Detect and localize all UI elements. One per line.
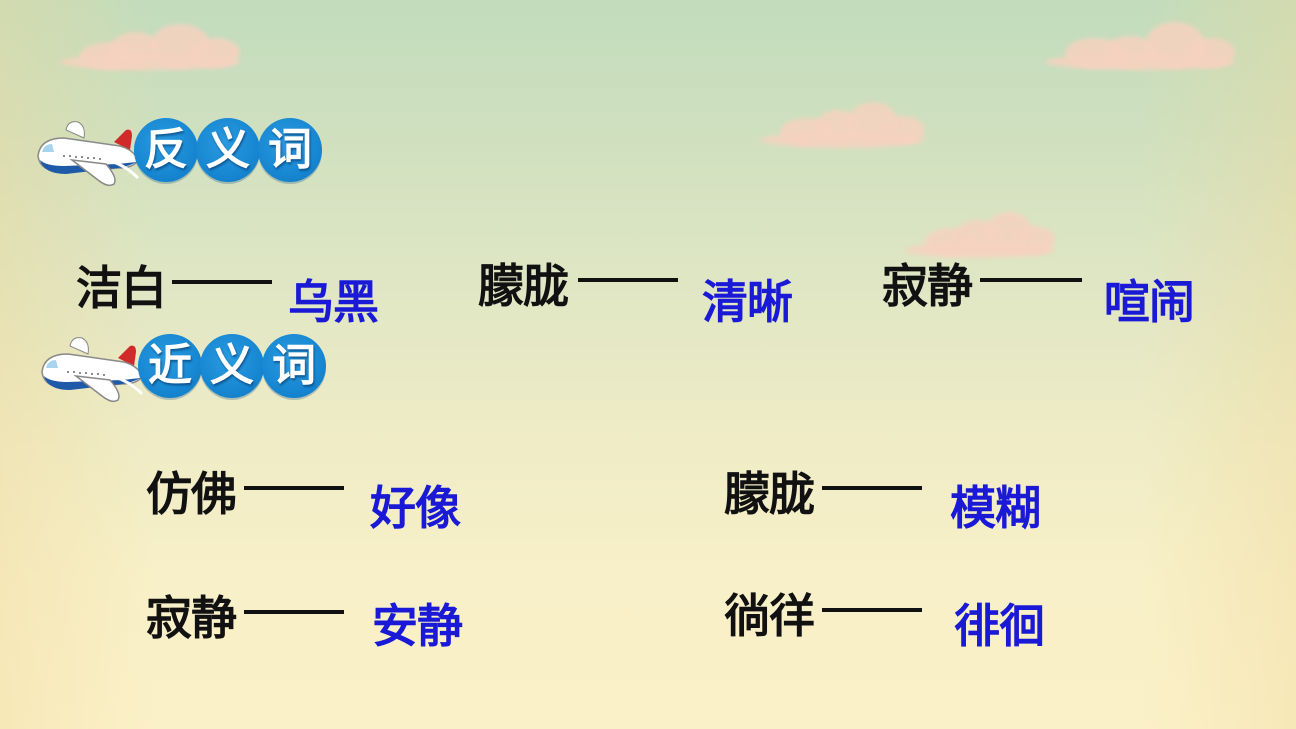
dash-separator — [822, 486, 922, 490]
synonym-term: 徜徉 — [724, 589, 815, 643]
antonym-term: 洁白 — [76, 261, 167, 315]
airplane-icon — [41, 337, 144, 403]
dash-separator — [822, 608, 922, 612]
synonym-answer: 徘徊 — [954, 599, 1045, 653]
antonyms-title-char: 反 — [134, 118, 198, 182]
synonym-term: 寂静 — [146, 591, 237, 645]
antonym-term: 朦胧 — [478, 259, 569, 313]
antonym-term: 寂静 — [882, 259, 973, 313]
cloud-decoration — [905, 212, 1055, 258]
antonyms-title-char: 义 — [196, 118, 260, 182]
antonym-answer: 乌黑 — [288, 275, 379, 329]
dash-separator — [578, 278, 678, 282]
dash-separator — [244, 610, 344, 614]
cloud-decoration — [1045, 20, 1235, 70]
synonyms-title-char: 近 — [138, 334, 202, 398]
dash-separator — [244, 486, 344, 490]
synonym-term: 仿佛 — [146, 467, 237, 521]
synonyms-header: 近 义 词 — [38, 334, 338, 403]
dash-separator — [980, 278, 1082, 282]
antonym-answer: 清晰 — [702, 275, 793, 329]
synonyms-title-char: 义 — [200, 334, 264, 398]
synonym-answer: 安静 — [372, 599, 463, 653]
synonym-answer: 模糊 — [950, 481, 1041, 535]
antonym-answer: 喧闹 — [1104, 275, 1195, 329]
antonyms-title-char: 词 — [258, 118, 322, 182]
cloud-decoration — [760, 100, 925, 148]
cloud-decoration — [60, 20, 240, 70]
antonyms-header: 反 义 词 — [34, 118, 334, 187]
synonyms-title-char: 词 — [262, 334, 326, 398]
dash-separator — [172, 280, 272, 284]
synonym-term: 朦胧 — [724, 467, 815, 521]
airplane-icon — [37, 121, 140, 187]
synonym-answer: 好像 — [370, 481, 461, 535]
